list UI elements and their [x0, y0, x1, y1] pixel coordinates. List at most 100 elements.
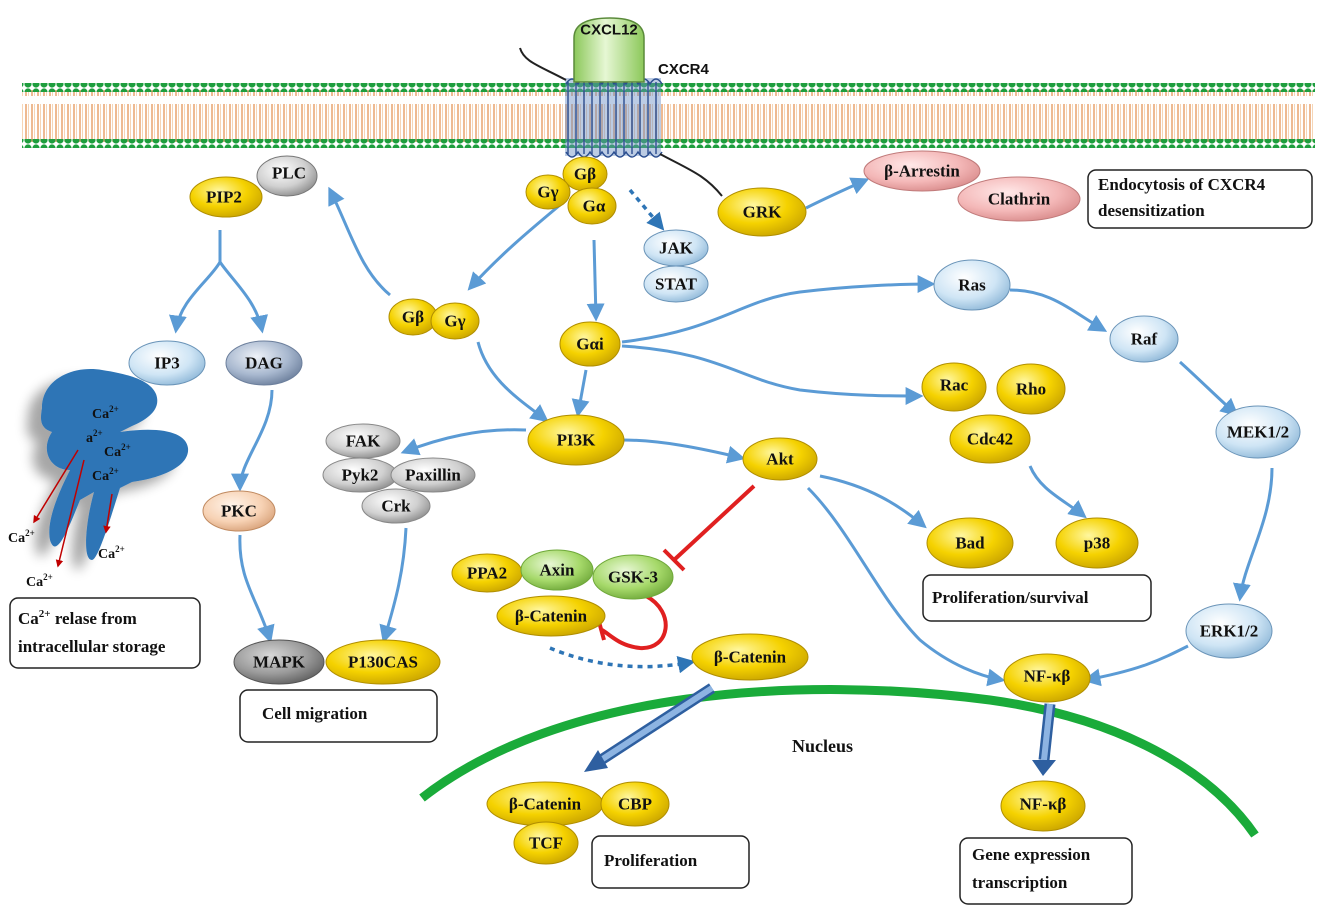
pathway-arrows — [168, 177, 1274, 687]
gsk3-inhibits-beta-catenin — [596, 594, 668, 651]
cell-migration-box: Cell migration — [239, 689, 438, 743]
node-paxillin: Paxillin — [390, 457, 476, 493]
svg-text:Cell migration: Cell migration — [262, 704, 368, 723]
svg-text:Ca2+: Ca2+ — [92, 466, 119, 484]
svg-text:Bad: Bad — [955, 534, 985, 553]
node-mapk: MAPK — [233, 639, 325, 685]
svg-text:Raf: Raf — [1131, 330, 1158, 349]
node-raf: Raf — [1109, 315, 1179, 363]
svg-text:Ca2+: Ca2+ — [26, 572, 53, 590]
node-ras: Ras — [933, 259, 1011, 311]
svg-text:CBP: CBP — [618, 795, 652, 814]
svg-text:Proliferation: Proliferation — [604, 851, 698, 870]
svg-text:Rac: Rac — [940, 376, 969, 395]
svg-text:PKC: PKC — [221, 502, 257, 521]
svg-text:β-Catenin: β-Catenin — [714, 648, 787, 667]
svg-text:Gβ: Gβ — [402, 308, 424, 327]
node-g-beta-free: Gβ — [388, 298, 438, 336]
svg-text:desensitization: desensitization — [1098, 201, 1205, 220]
node-tcf: TCF — [513, 821, 579, 865]
node-nfkb-nucleus: NF-κβ — [1000, 780, 1086, 832]
svg-text:FAK: FAK — [346, 432, 381, 451]
node-ip3: IP3 — [128, 340, 206, 386]
svg-text:Rho: Rho — [1016, 380, 1046, 399]
node-akt: Akt — [742, 437, 818, 481]
svg-text:Akt: Akt — [766, 450, 794, 469]
svg-text:Proliferation/survival: Proliferation/survival — [932, 588, 1089, 607]
proliferation-survival-box: Proliferation/survival — [922, 574, 1152, 622]
svg-text:NF-κβ: NF-κβ — [1024, 667, 1071, 686]
calcium-release-arrows — [33, 449, 113, 568]
cxcl12-label: CXCL12 — [580, 22, 638, 39]
svg-text:Ca2+: Ca2+ — [8, 528, 35, 546]
svg-text:Axin: Axin — [540, 561, 576, 580]
svg-text:Ras: Ras — [958, 276, 986, 295]
svg-text:MAPK: MAPK — [253, 653, 306, 672]
node-pip2: PIP2 — [189, 176, 263, 218]
node-stat: STAT — [643, 265, 709, 303]
svg-text:Clathrin: Clathrin — [988, 190, 1051, 209]
node-gsk3: GSK-3 — [592, 554, 674, 600]
gene-expression-box: Gene expression transcription — [959, 837, 1133, 905]
nucleus-label: Nucleus — [792, 736, 853, 756]
svg-text:IP3: IP3 — [154, 354, 180, 373]
node-erk: ERK1/2 — [1185, 603, 1273, 659]
nuclear-envelope — [419, 685, 1259, 838]
node-clathrin: Clathrin — [957, 176, 1081, 222]
akt-inhibits-gsk3 — [662, 484, 756, 572]
node-rho: Rho — [996, 363, 1066, 415]
cell-membrane — [22, 83, 1315, 148]
svg-text:β-Arrestin: β-Arrestin — [884, 162, 960, 181]
node-p130cas: P130CAS — [325, 639, 441, 685]
svg-text:PIP2: PIP2 — [206, 188, 242, 207]
node-dag: DAG — [225, 340, 303, 386]
node-axin: Axin — [520, 549, 594, 591]
svg-text:Ca2+ relase from: Ca2+ relase from — [18, 608, 137, 628]
svg-text:Ca2+: Ca2+ — [98, 544, 125, 562]
released-calcium-labels: Ca2+ Ca2+ Ca2+ — [8, 528, 125, 590]
ca-release-box: Ca2+ relase from intracellular storage — [9, 597, 201, 669]
svg-text:P130CAS: P130CAS — [348, 653, 418, 672]
node-crk: Crk — [361, 488, 431, 524]
cxcl12-ligand: CXCL12 — [573, 17, 645, 83]
er-calcium-labels: Ca2+ a2+ Ca2+ Ca2+ — [86, 404, 131, 484]
node-p38: p38 — [1055, 517, 1139, 569]
node-mek: MEK1/2 — [1215, 405, 1301, 459]
node-beta-catenin-nuclear: β-Catenin — [486, 781, 604, 827]
svg-text:p38: p38 — [1084, 534, 1110, 553]
svg-text:PPA2: PPA2 — [467, 564, 507, 583]
svg-text:GRK: GRK — [743, 203, 783, 222]
svg-text:Pyk2: Pyk2 — [342, 466, 379, 485]
node-nfkb-cytoplasm: NF-κβ — [1003, 653, 1091, 703]
svg-text:Gαi: Gαi — [576, 335, 604, 354]
svg-text:Crk: Crk — [381, 497, 411, 516]
svg-text:Cdc42: Cdc42 — [967, 430, 1013, 449]
node-fak: FAK — [325, 423, 401, 459]
node-pyk2: Pyk2 — [322, 457, 398, 493]
node-g-alpha: Gα — [567, 187, 617, 225]
svg-text:a2+: a2+ — [86, 428, 103, 446]
node-g-gamma: Gγ — [525, 174, 571, 210]
endoplasmic-reticulum — [41, 369, 189, 560]
node-ppa2: PPA2 — [451, 553, 523, 593]
svg-text:PI3K: PI3K — [557, 431, 597, 450]
node-bad: Bad — [926, 517, 1014, 569]
svg-text:Ca2+: Ca2+ — [92, 404, 119, 422]
svg-text:Paxillin: Paxillin — [405, 466, 461, 485]
svg-text:β-Catenin: β-Catenin — [509, 795, 582, 814]
svg-text:Gβ: Gβ — [574, 165, 596, 184]
node-grk: GRK — [717, 187, 807, 237]
endocytosis-box: Endocytosis of CXCR4 desensitization — [1087, 169, 1313, 229]
node-cbp: CBP — [600, 781, 670, 827]
svg-text:DAG: DAG — [245, 354, 283, 373]
node-rac: Rac — [921, 362, 987, 412]
svg-text:Gα: Gα — [583, 197, 606, 216]
svg-text:NF-κβ: NF-κβ — [1020, 795, 1067, 814]
nuclear-translocation-arrows — [584, 683, 1056, 776]
node-jak: JAK — [643, 229, 709, 267]
node-cdc42: Cdc42 — [949, 414, 1031, 464]
svg-text:GSK-3: GSK-3 — [608, 568, 658, 587]
svg-text:PLC: PLC — [272, 164, 306, 183]
svg-text:β-Catenin: β-Catenin — [515, 607, 588, 626]
svg-text:STAT: STAT — [655, 275, 698, 294]
